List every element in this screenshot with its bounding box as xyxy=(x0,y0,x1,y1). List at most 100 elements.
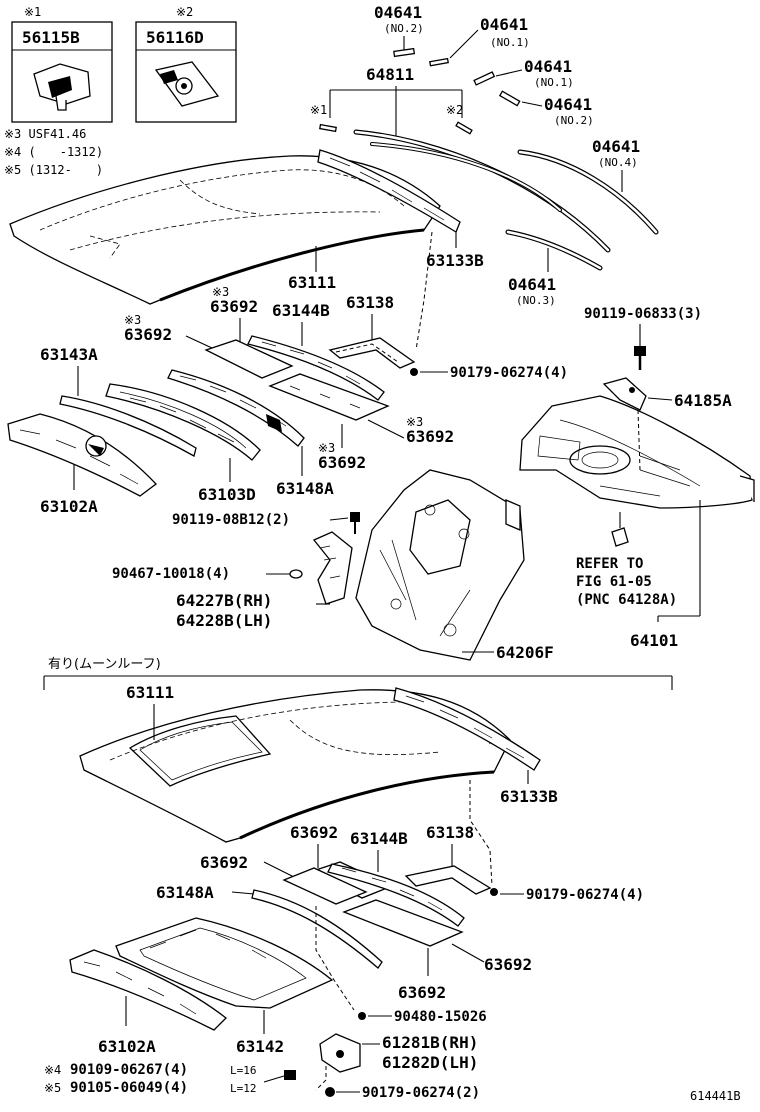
molding-no2-left[interactable]: 04641 (NO.2) xyxy=(374,3,424,58)
clip-icon xyxy=(33,63,91,111)
part-label: 63692 xyxy=(290,823,338,842)
molding-no2-right[interactable]: 04641 (NO.2) xyxy=(498,90,594,127)
molding-no4[interactable]: 04641 (NO.4) xyxy=(517,137,659,235)
screw-90179-06274[interactable]: 90179-06274(4) xyxy=(410,365,568,381)
front-header-63102a-upper[interactable]: 63102A xyxy=(7,413,157,516)
part-sublabel: (NO.2) xyxy=(554,114,594,127)
part-label: 63142 xyxy=(236,1037,284,1056)
part-label: 63692 xyxy=(124,325,172,344)
hinge-61281b-61282d[interactable]: 61281B(RH) 61282D(LH) xyxy=(319,1033,478,1073)
pad-63692-lower-c[interactable]: 63692 xyxy=(342,899,532,974)
reinforcement-63144b-moonroof[interactable]: 63144B xyxy=(327,829,465,927)
bracket-63138-moonroof[interactable]: 63138 xyxy=(404,823,492,895)
legend-item: ※3 USF41.46 xyxy=(4,127,86,141)
pad-63692-mid-right[interactable]: ※3 63692 xyxy=(268,373,454,446)
ref-mark: ※2 xyxy=(446,103,463,117)
reinforcement-63144b[interactable]: 63144B xyxy=(247,301,385,401)
screw-90179-06274-moonroof[interactable]: 90179-06274(4) xyxy=(490,887,644,903)
inset-mark: ※2 xyxy=(176,5,193,19)
part-label: 04641 xyxy=(524,57,572,76)
ref-line: FIG 61-05 xyxy=(576,574,652,590)
ref-mark: ※3 xyxy=(124,313,141,327)
part-label: 63692 xyxy=(210,297,258,316)
ref-mark: ※4 xyxy=(44,1063,61,1077)
part-sublabel: L=16 xyxy=(230,1064,257,1077)
roof-panel-63111[interactable]: 63111 xyxy=(9,155,441,305)
part-label: 04641 xyxy=(480,15,528,34)
legend-item: ※4 ( -1312) xyxy=(4,145,103,159)
molding-set-64811[interactable]: 64811 ※1 ※2 xyxy=(310,65,473,136)
inset-mark: ※1 xyxy=(24,5,41,19)
part-label: 90105-06049(4) xyxy=(70,1080,188,1096)
part-label: 63103D xyxy=(198,485,256,504)
part-label: 90467-10018(4) xyxy=(112,566,230,582)
leader-dashed xyxy=(315,906,355,1011)
clip-90467-10018[interactable]: 90467-10018(4) xyxy=(112,566,303,582)
bolt-90109-06267[interactable]: ※4 90109-06267(4) L=16 xyxy=(44,1062,257,1078)
part-label: 90119-08B12(2) xyxy=(172,512,290,528)
clip-icon xyxy=(154,61,220,107)
bolt-90105-06049[interactable]: ※5 90105-06049(4) L=12 xyxy=(44,1070,296,1096)
side-rail-63133b[interactable]: 63133B xyxy=(317,149,484,270)
molding-main-long[interactable] xyxy=(353,129,611,253)
reinforcement-63148a-moonroof[interactable]: 63148A xyxy=(156,883,383,969)
moonroof-section-header: 有り(ムーンルーフ) xyxy=(43,657,673,690)
part-label: 63133B xyxy=(426,251,484,270)
ref-line: (PNC 64128A) xyxy=(576,592,677,608)
roof-bow-63103d[interactable]: 63103D xyxy=(105,383,261,504)
part-label: 90109-06267(4) xyxy=(70,1062,188,1078)
figure-id: 614441B xyxy=(690,1089,741,1103)
rear-floor-assembly[interactable]: 64101 xyxy=(519,395,755,650)
bolt-90119-08b12[interactable]: 90119-08B12(2) xyxy=(172,512,360,534)
part-label: 64227B(RH) xyxy=(176,591,272,610)
ref-line: REFER TO xyxy=(576,556,643,572)
pad-63692-lower-b[interactable]: 63692 xyxy=(200,853,368,905)
molding-no1-top[interactable]: 04641 (NO.1) xyxy=(429,15,530,67)
leader-dashed xyxy=(415,231,433,351)
pad-63692-lower[interactable]: ※3 63692 xyxy=(318,424,366,472)
sunroof-housing-63142[interactable]: 63142 xyxy=(115,917,334,1056)
part-label: 90179-06274(2) xyxy=(362,1085,480,1101)
molding-no3[interactable]: 04641 (NO.3) xyxy=(505,229,603,307)
bracket-64185a[interactable]: 64185A xyxy=(602,377,732,411)
roof-panel-63111-moonroof[interactable]: 63111 xyxy=(79,683,511,843)
ref-mark: ※3 xyxy=(212,285,229,299)
inset-part-number: 56116D xyxy=(146,28,204,47)
legend: ※3 USF41.46 ※4 ( -1312) ※5 (1312- ) xyxy=(4,127,103,177)
back-panel-64206f[interactable]: 64206F xyxy=(355,469,554,662)
part-label: 61282D(LH) xyxy=(382,1053,478,1072)
molding-no1-right[interactable]: 04641 (NO.1) xyxy=(473,57,574,89)
ref-mark: ※3 xyxy=(406,415,423,429)
screw-90480-15026[interactable]: 90480-15026 xyxy=(358,1009,487,1025)
pad-63692-lower-d[interactable]: 63692 xyxy=(398,948,446,1002)
reinforcement-63143a[interactable]: 63143A xyxy=(40,345,197,457)
gusset-64227b-64228b[interactable]: 64227B(RH) 64228B(LH) xyxy=(176,531,353,630)
part-label: 63102A xyxy=(98,1037,156,1056)
front-header-63102a-moonroof[interactable]: 63102A xyxy=(69,949,227,1056)
side-rail-63133b-moonroof[interactable]: 63133B xyxy=(393,687,558,806)
reinforcement-63148a-upper[interactable]: 63148A xyxy=(167,369,334,498)
part-label: 63138 xyxy=(346,293,394,312)
part-label: 90179-06274(4) xyxy=(450,365,568,381)
screw-90179-06274-lower[interactable]: 90179-06274(2) xyxy=(325,1085,480,1101)
part-sublabel: (NO.1) xyxy=(534,76,574,89)
inset-part-number: 56115B xyxy=(22,28,80,47)
pad-63692-left[interactable]: ※3 63692 xyxy=(124,313,213,349)
part-label: 63111 xyxy=(288,273,336,292)
bolt-90119-06833[interactable]: 90119-06833(3) xyxy=(584,306,702,370)
bracket-63138[interactable]: 63138 xyxy=(328,293,416,369)
part-sublabel: (NO.3) xyxy=(516,294,556,307)
inset-clip-56115b[interactable]: ※1 56115B xyxy=(11,5,113,123)
pad-63692-top[interactable]: ※3 63692 xyxy=(204,285,294,379)
part-label: 63692 xyxy=(318,453,366,472)
part-label: 63138 xyxy=(426,823,474,842)
ref-mark: ※1 xyxy=(310,103,327,117)
leader-dashed xyxy=(315,1066,327,1091)
part-sublabel: L=12 xyxy=(230,1082,257,1095)
section-title: 有り(ムーンルーフ) xyxy=(48,657,161,672)
part-label: 63148A xyxy=(276,479,334,498)
part-label: 64185A xyxy=(674,391,732,410)
inset-clip-56116d[interactable]: ※2 56116D xyxy=(135,5,237,123)
part-label: 64228B(LH) xyxy=(176,611,272,630)
